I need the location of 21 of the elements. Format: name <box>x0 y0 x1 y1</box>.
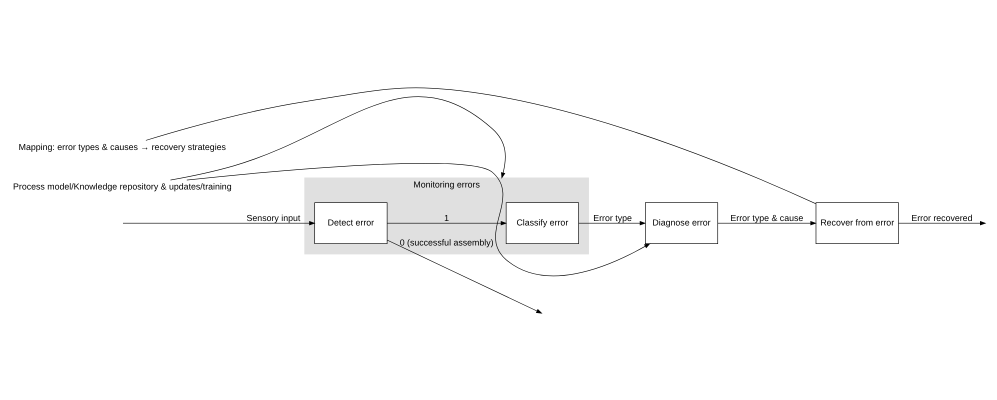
arrow <box>170 96 506 180</box>
connector <box>146 87 816 204</box>
node-box: Detect error <box>314 202 388 244</box>
arrow <box>387 220 508 225</box>
edge-label: 0 (successful assembly) <box>400 236 494 247</box>
node-box: Classify error <box>506 202 579 244</box>
edge-label: Sensory input <box>246 212 300 222</box>
arrow <box>387 239 543 314</box>
arrow <box>186 162 651 276</box>
arrow <box>898 220 986 225</box>
node-box: Recover from error <box>816 202 899 244</box>
edge-label: Error recovered <box>911 212 972 222</box>
arrow <box>122 220 316 225</box>
edge-label: Error type & cause <box>730 212 804 222</box>
node-text: Mapping: error types & causes → recovery strategies <box>18 141 226 152</box>
edge-label: 1 <box>444 212 450 222</box>
arrow <box>718 220 817 225</box>
edge-label: Error type <box>593 212 632 222</box>
node-text: Process model/Knowledge repository & updates/training <box>13 181 232 192</box>
node-box: Diagnose error <box>645 202 718 244</box>
arrow <box>578 220 646 225</box>
